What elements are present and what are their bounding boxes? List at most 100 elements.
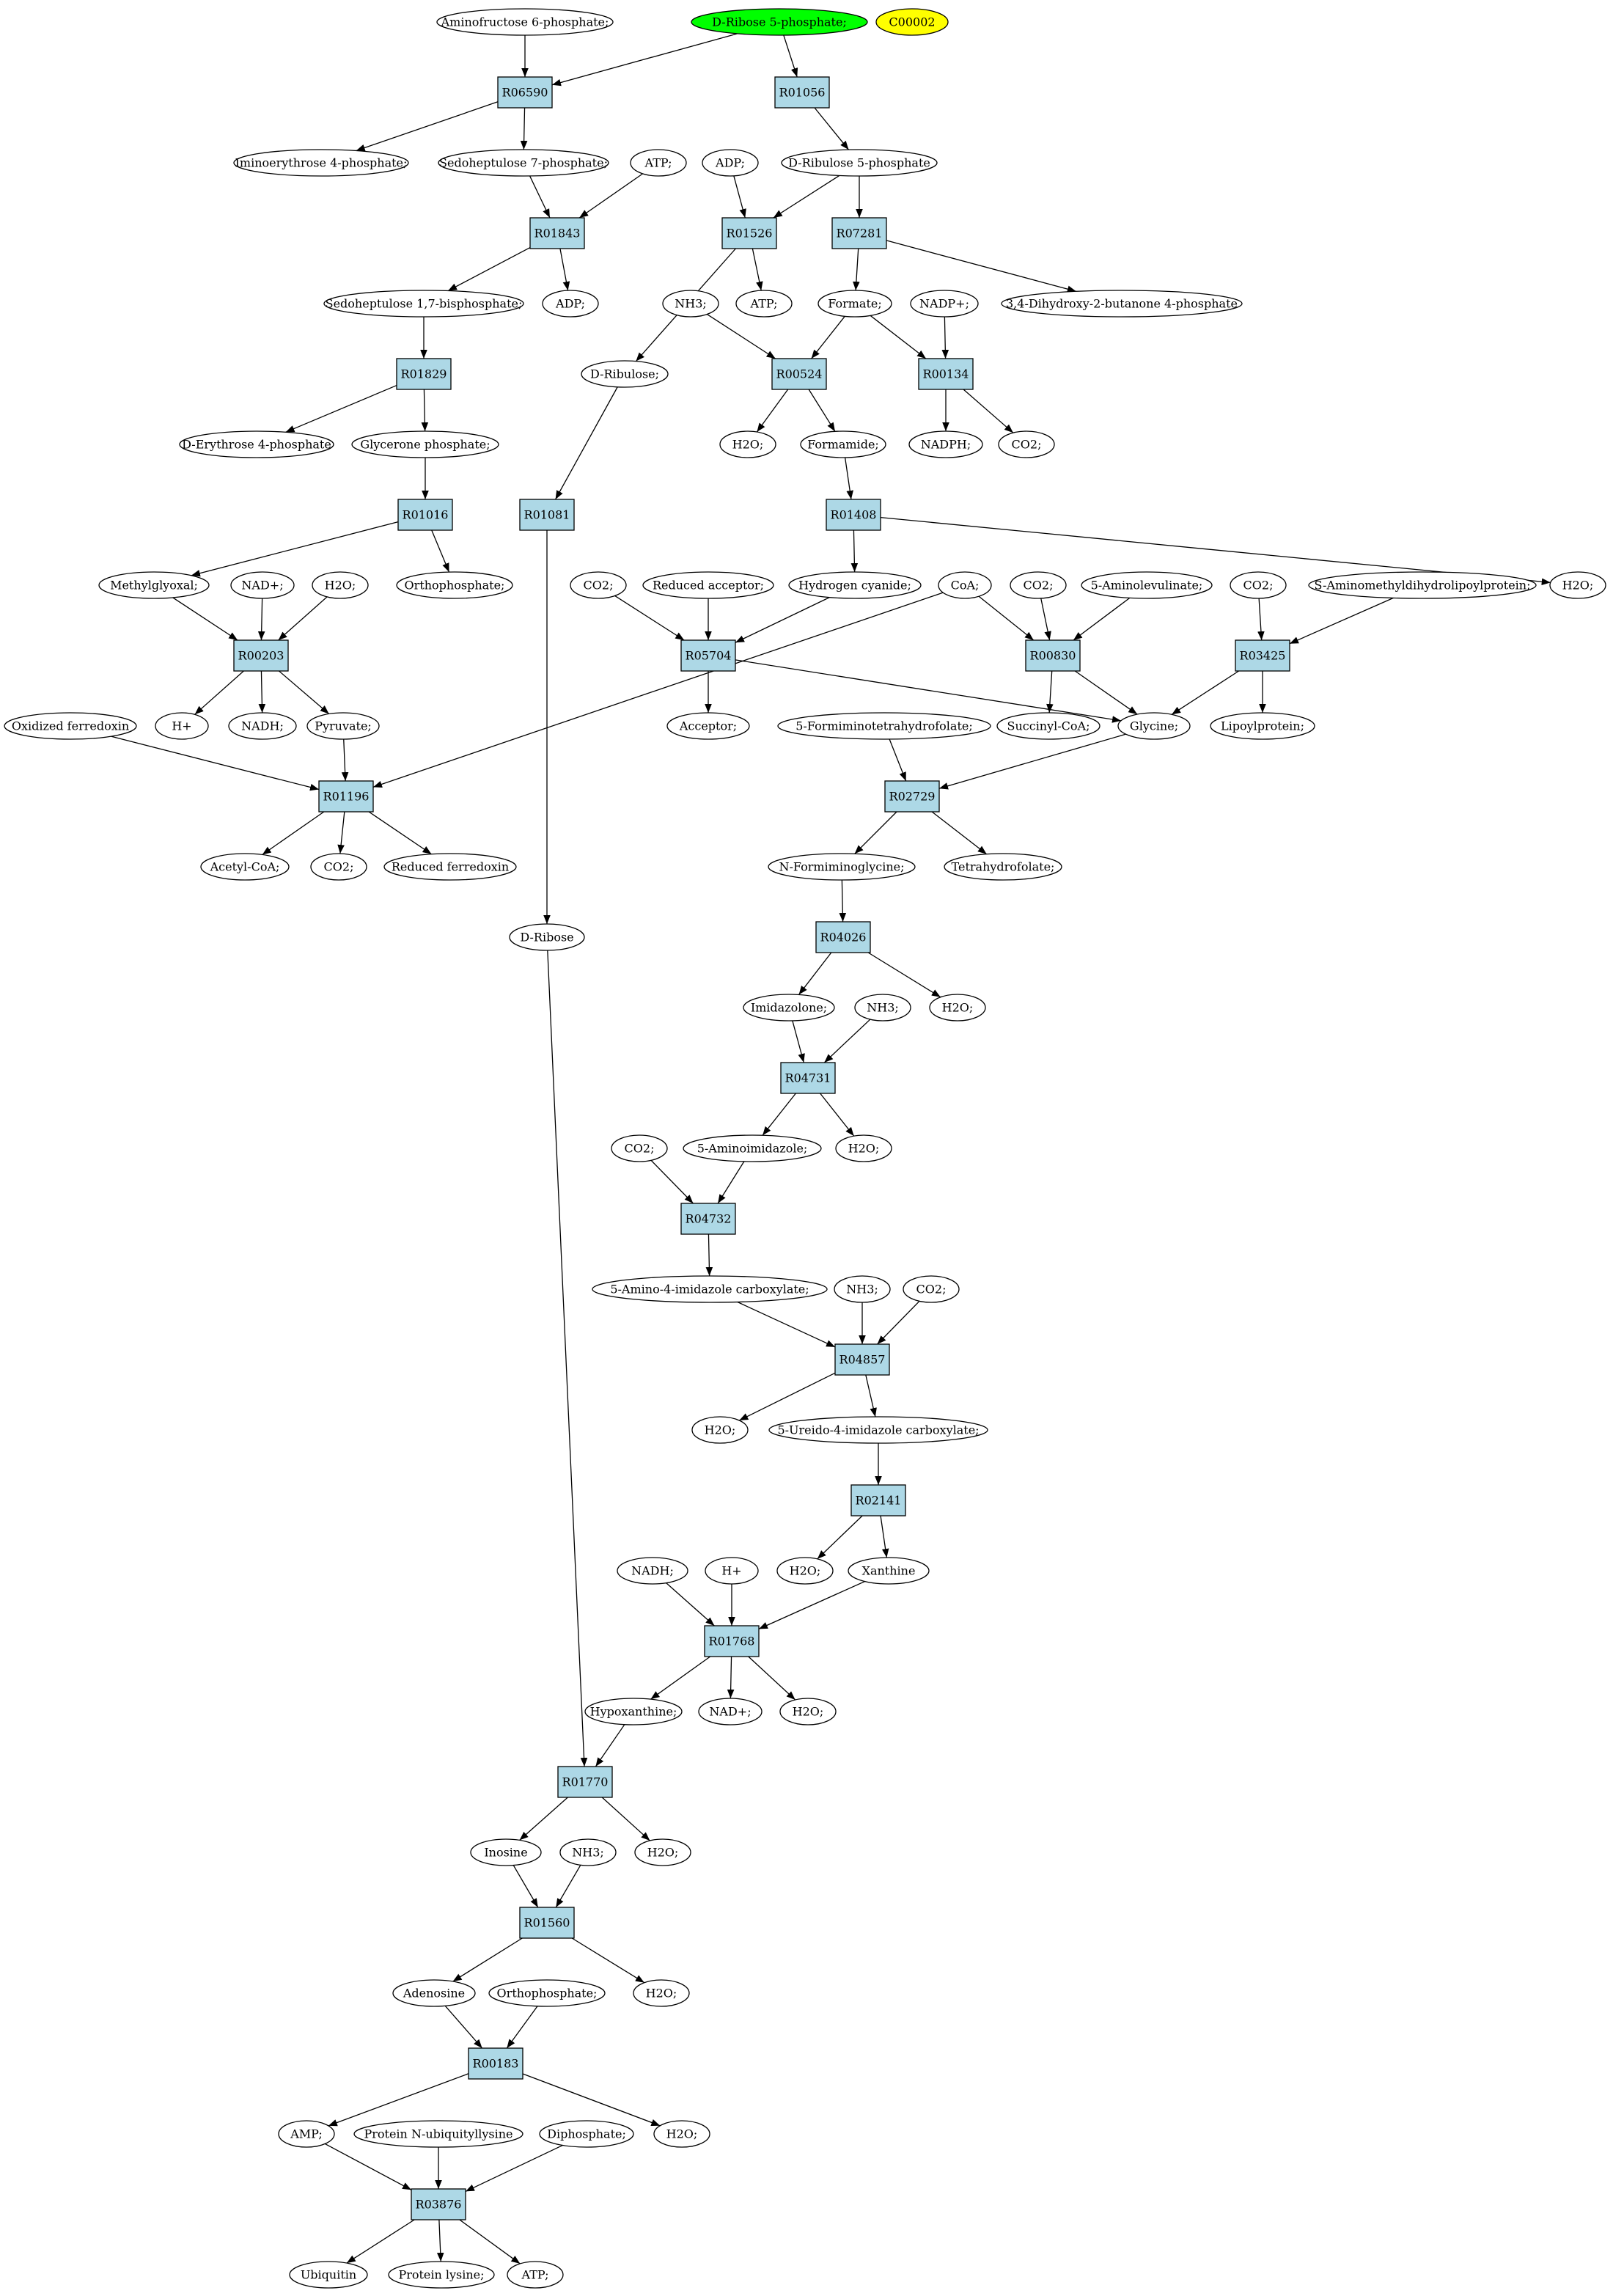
reaction-node-r01056[interactable]: R01056 xyxy=(774,76,830,109)
metabolite-node-h[interactable]: H+ xyxy=(155,712,209,740)
metabolite-node-hypoxanthine[interactable]: Hypoxanthine; xyxy=(584,1698,683,1725)
metabolite-node-acceptor[interactable]: Acceptor; xyxy=(666,712,750,740)
reaction-node-r04026[interactable]: R04026 xyxy=(815,921,871,953)
reaction-node-r02141[interactable]: R02141 xyxy=(850,1484,906,1516)
metabolite-node-h2o[interactable]: H2O; xyxy=(691,1416,749,1444)
metabolite-node-xanthine[interactable]: Xanthine xyxy=(848,1557,930,1585)
metabolite-node-nadph[interactable]: NADPH; xyxy=(908,430,983,458)
reaction-node-r03425[interactable]: R03425 xyxy=(1235,639,1290,672)
metabolite-node-h2o[interactable]: H2O; xyxy=(653,2120,710,2148)
reaction-node-r04732[interactable]: R04732 xyxy=(680,1203,736,1235)
reaction-node-r07281[interactable]: R07281 xyxy=(831,217,887,249)
metabolite-node-atp[interactable]: ATP; xyxy=(507,2261,564,2289)
metabolite-node-nadh[interactable]: NADH; xyxy=(228,712,297,740)
metabolite-node-5-ureido-4-imidazole-carboxylate[interactable]: 5-Ureido-4-imidazole carboxylate; xyxy=(768,1416,988,1444)
metabolite-node-h2o[interactable]: H2O; xyxy=(776,1557,834,1585)
metabolite-node-lipoylprotein[interactable]: Lipoylprotein; xyxy=(1210,712,1315,740)
metabolite-node-reduced-acceptor[interactable]: Reduced acceptor; xyxy=(642,571,774,599)
metabolite-node-formamide[interactable]: Formamide; xyxy=(800,430,886,458)
metabolite-node-imidazolone[interactable]: Imidazolone; xyxy=(743,994,835,1022)
metabolite-node-succinyl-coa[interactable]: Succinyl-CoA; xyxy=(996,712,1101,740)
metabolite-node-d-ribose-5-phosphate[interactable]: D-Ribose 5-phosphate; xyxy=(691,8,868,36)
metabolite-node-protein-lysine[interactable]: Protein lysine; xyxy=(388,2261,495,2289)
metabolite-node-nadp[interactable]: NADP+; xyxy=(910,290,979,318)
reaction-node-r03876[interactable]: R03876 xyxy=(411,2188,466,2220)
metabolite-node-5-amino-4-imidazole-carboxylate[interactable]: 5-Amino-4-imidazole carboxylate; xyxy=(592,1275,828,1303)
metabolite-node-glycine[interactable]: Glycine; xyxy=(1117,712,1191,740)
metabolite-node-nh3[interactable]: NH3; xyxy=(834,1275,891,1303)
metabolite-node-nad[interactable]: NAD+; xyxy=(698,1698,763,1725)
metabolite-node-3-4-dihydroxy-2-butanone-4-phosphate[interactable]: 3,4-Dihydroxy-2-butanone 4-phosphate xyxy=(1001,290,1243,318)
reaction-node-r01081[interactable]: R01081 xyxy=(519,499,575,531)
metabolite-node-h2o[interactable]: H2O; xyxy=(835,1134,892,1162)
reaction-node-r01770[interactable]: R01770 xyxy=(557,1766,613,1798)
metabolite-node-coa[interactable]: CoA; xyxy=(938,571,992,599)
metabolite-node-adenosine[interactable]: Adenosine xyxy=(392,1979,476,2007)
reaction-node-r01560[interactable]: R01560 xyxy=(519,1907,575,1939)
metabolite-node-tetrahydrofolate[interactable]: Tetrahydrofolate; xyxy=(944,853,1062,881)
reaction-node-r04857[interactable]: R04857 xyxy=(834,1343,890,1376)
metabolite-node-d-ribulose-5-phosphate[interactable]: D-Ribulose 5-phosphate xyxy=(781,149,938,177)
metabolite-node-d-erythrose-4-phosphate[interactable]: D-Erythrose 4-phosphate xyxy=(179,430,334,458)
metabolite-node-h2o[interactable]: H2O; xyxy=(929,994,986,1022)
reaction-node-r00203[interactable]: R00203 xyxy=(233,639,289,672)
metabolite-node-5-aminoimidazole[interactable]: 5-Aminoimidazole; xyxy=(683,1134,822,1162)
reaction-node-r00183[interactable]: R00183 xyxy=(468,2047,523,2080)
metabolite-node-pyruvate[interactable]: Pyruvate; xyxy=(306,712,380,740)
reaction-node-r00830[interactable]: R00830 xyxy=(1025,639,1081,672)
metabolite-node-nh3[interactable]: NH3; xyxy=(662,290,719,318)
reaction-node-r01016[interactable]: R01016 xyxy=(397,499,453,531)
metabolite-node-h2o[interactable]: H2O; xyxy=(719,430,776,458)
metabolite-node-nad[interactable]: NAD+; xyxy=(230,571,295,599)
reaction-node-r01196[interactable]: R01196 xyxy=(318,780,374,813)
reaction-node-r04731[interactable]: R04731 xyxy=(780,1062,836,1094)
metabolite-node-sedoheptulose-1-7-bisphosphate[interactable]: Sedoheptulose 1,7-bisphosphate; xyxy=(323,290,524,318)
metabolite-node-orthophosphate[interactable]: Orthophosphate; xyxy=(488,1979,606,2007)
reaction-node-r01408[interactable]: R01408 xyxy=(826,499,881,531)
metabolite-node-co2[interactable]: CO2; xyxy=(310,853,367,881)
reaction-node-r01768[interactable]: R01768 xyxy=(704,1625,760,1657)
metabolite-node-co2[interactable]: CO2; xyxy=(1230,571,1287,599)
metabolite-node-iminoerythrose-4-phosphate[interactable]: Iminoerythrose 4-phosphate; xyxy=(233,149,409,177)
metabolite-node-h2o[interactable]: H2O; xyxy=(312,571,369,599)
metabolite-node-nh3[interactable]: NH3; xyxy=(854,994,911,1022)
metabolite-node-5-aminolevulinate[interactable]: 5-Aminolevulinate; xyxy=(1081,571,1213,599)
reaction-node-r02729[interactable]: R02729 xyxy=(884,780,940,813)
metabolite-node-reduced-ferredoxin[interactable]: Reduced ferredoxin xyxy=(383,853,517,881)
metabolite-node-atp[interactable]: ATP; xyxy=(630,149,687,177)
metabolite-node-adp[interactable]: ADP; xyxy=(702,149,759,177)
reaction-node-r01526[interactable]: R01526 xyxy=(721,217,777,249)
metabolite-node-inosine[interactable]: Inosine xyxy=(470,1838,542,1866)
reaction-node-r00134[interactable]: R00134 xyxy=(918,358,974,390)
metabolite-node-oxidized-ferredoxin[interactable]: Oxidized ferredoxin xyxy=(4,712,137,740)
reaction-node-r01829[interactable]: R01829 xyxy=(396,358,452,390)
metabolite-node-nadh[interactable]: NADH; xyxy=(617,1557,688,1585)
metabolite-node-co2[interactable]: CO2; xyxy=(903,1275,960,1303)
metabolite-node-5-formiminotetrahydrofolate[interactable]: 5-Formiminotetrahydrofolate; xyxy=(777,712,991,740)
metabolite-node-methylglyoxal[interactable]: Methylglyoxal; xyxy=(98,571,210,599)
metabolite-node-d-ribose[interactable]: D-Ribose xyxy=(509,923,585,951)
metabolite-node-acetyl-coa[interactable]: Acetyl-CoA; xyxy=(200,853,290,881)
metabolite-node-diphosphate[interactable]: Diphosphate; xyxy=(539,2120,634,2148)
metabolite-node-h2o[interactable]: H2O; xyxy=(779,1698,837,1725)
metabolite-node-nh3[interactable]: NH3; xyxy=(559,1838,617,1866)
metabolite-node-h2o[interactable]: H2O; xyxy=(633,1979,690,2007)
metabolite-node-adp[interactable]: ADP; xyxy=(542,290,599,318)
reaction-node-r01843[interactable]: R01843 xyxy=(529,217,585,249)
metabolite-node-h2o[interactable]: H2O; xyxy=(1549,571,1606,599)
metabolite-node-protein-n-ubiquityllysine[interactable]: Protein N-ubiquityllysine xyxy=(353,2120,523,2148)
reaction-node-r05704[interactable]: R05704 xyxy=(680,639,736,672)
metabolite-node-co2[interactable]: CO2; xyxy=(570,571,627,599)
reaction-node-r06590[interactable]: R06590 xyxy=(497,76,553,109)
metabolite-node-atp[interactable]: ATP; xyxy=(735,290,793,318)
metabolite-node-d-ribulose[interactable]: D-Ribulose; xyxy=(581,360,669,388)
metabolite-node-h[interactable]: H+ xyxy=(705,1557,759,1585)
metabolite-node-s-aminomethyldihydrolipoylprotein[interactable]: S-Aminomethyldihydrolipoylprotein; xyxy=(1308,571,1537,599)
metabolite-node-ubiquitin[interactable]: Ubiquitin xyxy=(289,2261,368,2289)
reaction-node-r00524[interactable]: R00524 xyxy=(771,358,827,390)
metabolite-node-co2[interactable]: CO2; xyxy=(611,1134,668,1162)
metabolite-node-sedoheptulose-7-phosphate[interactable]: Sedoheptulose 7-phosphate; xyxy=(438,149,609,177)
metabolite-node-co2[interactable]: CO2; xyxy=(998,430,1055,458)
metabolite-node-co2[interactable]: CO2; xyxy=(1010,571,1067,599)
metabolite-node-aminofructose-6-phosphate[interactable]: Aminofructose 6-phosphate; xyxy=(436,8,614,36)
